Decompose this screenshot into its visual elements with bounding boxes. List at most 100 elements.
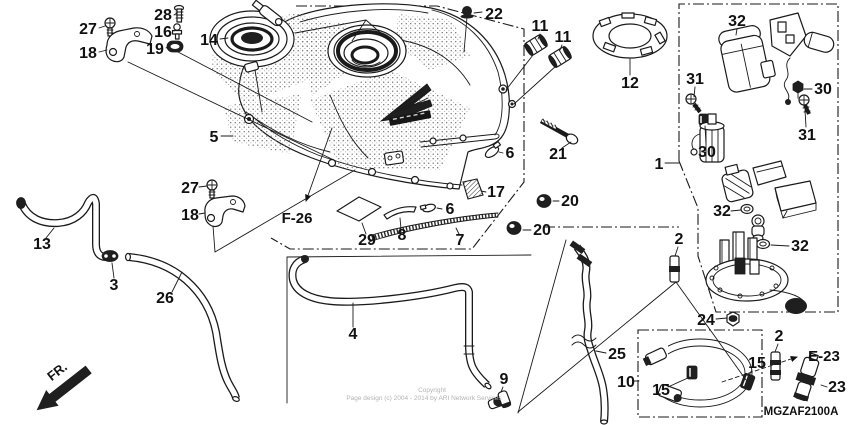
pump-module-32 [718,25,776,93]
part-label-31b: 31 [798,127,816,144]
strip-8 [383,206,417,220]
pump-filter [803,31,835,53]
pump-base-plate [705,231,807,314]
screw-31a [685,93,702,114]
part-label-16: 16 [154,24,172,41]
clip-15a [686,365,698,380]
part-label-13: 13 [33,236,51,253]
part-label-19: 19 [146,41,164,58]
pad-29 [336,196,382,222]
clip-3 [101,250,119,262]
o-ring-32b [740,203,754,215]
ref-label-f26: F-26 [282,210,313,227]
part-label-32a: 32 [728,13,746,30]
screw-27-top [104,17,116,37]
part-label-18b: 18 [181,207,199,224]
stipple-patch [396,14,470,70]
part-label-15a: 15 [652,382,670,399]
front-direction-label: FR. [44,359,70,384]
cable-7 [368,212,499,243]
rubber-mount-11a [524,34,548,56]
part-label-14: 14 [200,32,218,49]
part-label-22: 22 [485,6,503,23]
part-label-32b: 32 [713,203,731,220]
bolt-22 [460,6,474,19]
o-ring-32c [755,238,771,250]
part-label-6b: 6 [446,201,455,218]
screw-31b [798,94,811,115]
part-label-6a: 6 [506,145,515,162]
hose-region-border [286,239,567,414]
part-label-29: 29 [358,232,376,249]
part-label-5: 5 [210,129,219,146]
part-label-17: 17 [487,184,505,201]
hose-25 [569,240,609,425]
filler-neck-drawing [327,24,407,78]
fitting-16 [171,23,183,40]
part-label-27b: 27 [181,180,199,197]
hose-13 [16,193,109,262]
front-direction-arrow: FR. [36,359,92,411]
fuel-cap-assembly-drawing [209,0,295,73]
clip-2b [770,351,781,381]
bracket-18-top [105,27,153,63]
pump-wire [783,57,791,101]
leader-lines [45,11,828,413]
pump-plate-part [752,160,787,186]
grommet-19 [166,40,184,53]
injector [751,214,765,242]
part-label-31a: 31 [686,71,704,88]
diagram-code: MGZAF2100A [764,406,839,418]
part-label-7: 7 [456,232,465,249]
part-label-20a: 20 [561,193,579,210]
part-label-24: 24 [697,312,715,329]
retainer-ring-12 [592,12,668,59]
grommet-20b [506,221,522,235]
joint-23 [793,352,820,402]
part-label-2a: 2 [675,231,684,248]
bracket-18-lower [204,195,246,228]
bolt-28 [173,4,185,23]
clip-2a [669,255,680,283]
pump-canister-mid [690,113,725,163]
tank-key [251,0,283,27]
part-label-32c: 32 [791,238,809,255]
part-label-10: 10 [617,374,635,391]
regulator [721,163,754,203]
joint-9 [487,390,512,410]
part-label-20b: 20 [533,222,551,239]
fuel-tank-drawing [212,3,517,190]
pad-17 [462,178,484,200]
collar-6a [484,140,502,159]
reference-labels: F-26 E-23 [282,210,840,365]
watermark-line1: Copyright [418,387,446,394]
part-label-26: 26 [156,290,174,307]
hose-26 [124,252,240,402]
part-label-1: 1 [655,156,664,173]
part-label-11b: 11 [555,29,572,46]
rubber-mount-11b [548,46,572,68]
part-label-3: 3 [110,277,119,294]
pump-case [774,180,817,220]
part-label-27a: 27 [79,21,97,38]
part-label-8: 8 [398,227,407,244]
part-label-18a: 18 [79,45,97,62]
part-label-4: 4 [349,326,358,343]
fuel-pump-assembly-drawing [685,12,835,314]
nut-30a [792,80,804,99]
part-label-12: 12 [621,75,639,92]
hose-4 [288,255,492,390]
collar-6b [419,203,436,213]
watermark-line2: Page design (c) 2004 - 2014 by ARI Netwo… [346,395,502,402]
part-number-labels: 27 28 16 19 18 14 22 11 11 12 32 31 30 3… [33,6,846,399]
grommet-20a [536,194,552,208]
part-label-28: 28 [154,7,172,24]
part-label-30a: 30 [814,81,832,98]
part-label-25: 25 [608,346,626,363]
ref-label-e23: E-23 [808,348,840,365]
part-label-15b: 15 [748,355,766,372]
nut-24 [726,311,740,327]
part-label-9: 9 [500,371,509,388]
